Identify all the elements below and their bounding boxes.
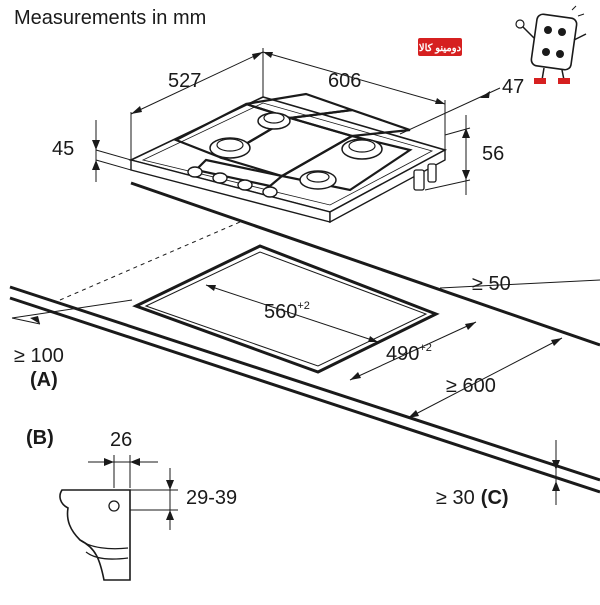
logo-text: دومینو کالا (419, 43, 462, 54)
burner-rear-right (341, 138, 383, 160)
label-a: (A) (30, 369, 58, 391)
detail-b-drawing (59, 489, 131, 581)
cutout-dimension-lines (11, 279, 600, 505)
hob-height-label: 45 (52, 138, 74, 160)
brand-logo: دومینو کالا (418, 5, 587, 84)
burner-rear-left (257, 112, 291, 130)
control-knobs (187, 166, 278, 198)
cutout-depth-tolerance: +2 (419, 342, 432, 354)
hob-dimension-arrows (92, 52, 490, 180)
burner-front-left (209, 137, 251, 159)
cutout-dimension-arrows (30, 285, 562, 491)
cutout-width-value: 560 (264, 301, 297, 323)
detail-b-dimension-arrows (104, 458, 174, 520)
burner-front-right (299, 170, 337, 190)
worktop-depth-label: ≥ 600 (446, 375, 496, 397)
mascot-icon (515, 5, 587, 84)
side-offset-label: 47 (502, 76, 524, 98)
burner-height-label: 56 (482, 143, 504, 165)
worktop-drawing (9, 181, 600, 494)
hob-drawing (128, 92, 448, 224)
page-title: Measurements in mm (14, 7, 206, 29)
back-clearance-label: ≥ 50 (472, 273, 511, 295)
cutout-width-label: 560+2 (264, 300, 310, 323)
detail-b-width-label: 26 (110, 429, 132, 451)
cutout-depth-label: 490+2 (386, 342, 432, 365)
detail-b-range-label: 29-39 (186, 487, 237, 509)
cutout-width-tolerance: +2 (297, 300, 310, 312)
label-c-letter: (C) (481, 487, 509, 509)
front-clearance-label: ≥ 100 (14, 345, 64, 367)
label-c-text: ≥ 30 (436, 487, 475, 509)
label-b: (B) (26, 427, 54, 449)
cutout-depth-value: 490 (386, 343, 419, 365)
placement-guide (59, 221, 241, 301)
label-c: ≥ 30 (C) (436, 487, 509, 509)
hob-depth-label: 527 (168, 70, 201, 92)
logo-badge (418, 38, 462, 56)
hob-width-label: 606 (328, 70, 361, 92)
